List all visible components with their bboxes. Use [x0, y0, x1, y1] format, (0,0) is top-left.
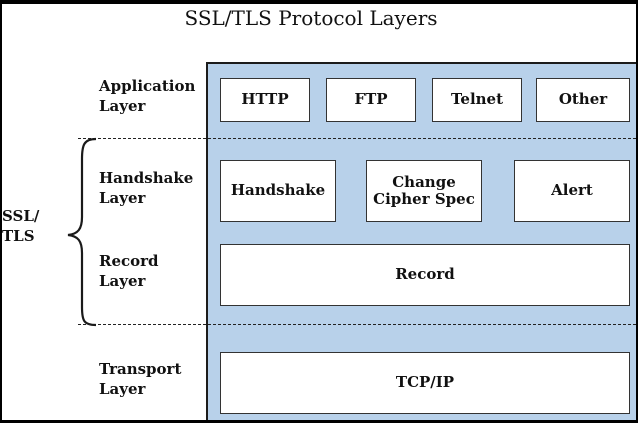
- box-alert: Alert: [514, 160, 630, 222]
- label-application-line1: Application: [99, 77, 196, 95]
- label-transport-layer: Transport Layer: [99, 360, 181, 399]
- label-handshake-layer: Handshake Layer: [99, 169, 193, 208]
- label-record-line2: Layer: [99, 271, 146, 290]
- ssl-tls-curly-brace: [67, 137, 97, 327]
- box-handshake: Handshake: [220, 160, 336, 222]
- box-other: Other: [536, 78, 630, 122]
- diagram-canvas: SSL/TLS Protocol Layers HTTP FTP Telnet …: [2, 4, 636, 420]
- box-tcpip: TCP/IP: [220, 352, 630, 414]
- label-record-layer: Record Layer: [99, 252, 159, 291]
- label-handshake-line1: Handshake: [99, 169, 194, 187]
- change-cipher-spec-line2: Cipher Spec: [373, 190, 475, 208]
- label-record-line1: Record: [99, 252, 159, 270]
- label-application-line2: Layer: [99, 96, 146, 115]
- box-change-cipher-spec: Change Cipher Spec: [366, 160, 482, 222]
- label-transport-line1: Transport: [99, 360, 182, 378]
- change-cipher-spec-line1: Change: [392, 172, 456, 191]
- label-ssl-tls-line2: TLS: [2, 226, 35, 245]
- label-transport-line2: Layer: [99, 379, 146, 398]
- label-application-layer: Application Layer: [99, 77, 195, 116]
- box-telnet: Telnet: [432, 78, 522, 122]
- label-ssl-tls-line1: SSL/: [2, 207, 40, 225]
- box-record: Record: [220, 244, 630, 306]
- box-ftp: FTP: [326, 78, 416, 122]
- box-http: HTTP: [220, 78, 310, 122]
- label-handshake-line2: Layer: [99, 188, 146, 207]
- ssl-tls-bottom-divider: [78, 324, 636, 325]
- label-ssl-tls-group: SSL/ TLS: [2, 207, 39, 246]
- ssl-tls-top-divider: [78, 138, 636, 139]
- diagram-title: SSL/TLS Protocol Layers: [184, 6, 438, 30]
- protocol-stack-panel: HTTP FTP Telnet Other Handshake Change C…: [206, 62, 636, 420]
